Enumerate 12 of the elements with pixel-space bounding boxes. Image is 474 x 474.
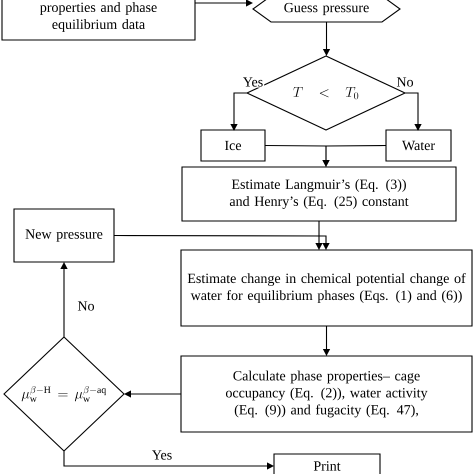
process-box: Calculate phase properties– cage occupancy (Eq. (2)), water activity (Eq. (9)) and fugacity (Eq. 47),: [180, 355, 473, 433]
process-hexagon: Guess pressure: [252, 0, 401, 23]
process-box: New pressure: [13, 208, 115, 263]
edge-label: Yes: [242, 76, 264, 88]
edge-label: Yes: [150, 449, 174, 461]
input-box: properties and phase equilibrium data: [1, 0, 196, 41]
edge-label: No: [76, 300, 96, 312]
output-box: Print: [273, 453, 381, 474]
process-box: Ice: [200, 129, 266, 162]
process-box: Estimate Langmuir’s (Eq. (3)) and Henry’s (Eq. (25) constant: [181, 166, 457, 222]
process-box: Water: [385, 129, 452, 162]
process-box: Estimate change in chemical potential change of water for equilibrium phases (Eqs. (1) and (6)): [180, 249, 473, 327]
